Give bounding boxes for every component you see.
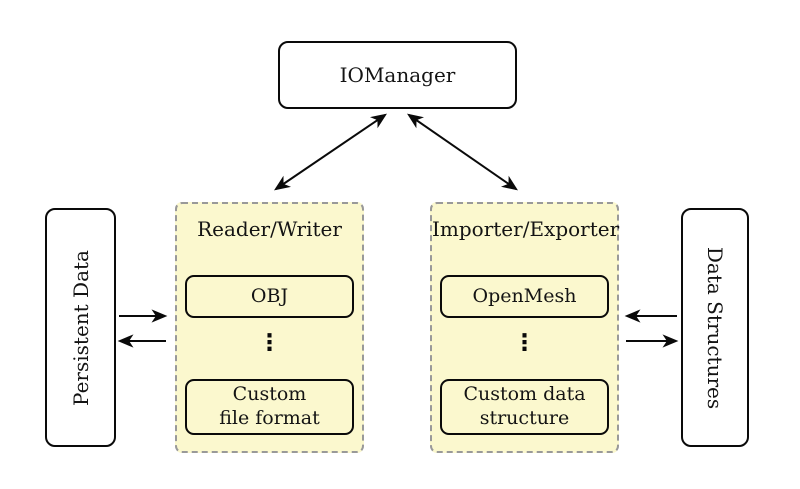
importer-exporter-title: Importer/Exporter: [432, 217, 620, 241]
data-structures-label: Data Structures: [703, 246, 727, 409]
vertical-ellipsis: ⋮: [258, 330, 281, 356]
data-structures-node: Data Structures: [681, 208, 749, 447]
obj-label: OBJ: [250, 284, 289, 307]
custom-file-format-label: Custom file format: [219, 383, 320, 429]
reader-writer-title: Reader/Writer: [197, 217, 342, 241]
edge-iomanager-readerwriter: [274, 113, 387, 191]
custom-data-structure-node: Custom data structure: [440, 379, 609, 435]
openmesh-label: OpenMesh: [472, 284, 577, 307]
edge-iomanager-importerexporter: [407, 113, 518, 191]
obj-node: OBJ: [185, 275, 354, 318]
custom-data-structure-label: Custom data structure: [463, 383, 586, 429]
persistent-data-label: Persistent Data: [68, 249, 93, 406]
vertical-ellipsis: ⋮: [513, 330, 536, 356]
iomanager-node: IOManager: [278, 41, 517, 109]
importer-exporter-container: Importer/Exporter OpenMesh ⋮ Custom data…: [430, 202, 619, 453]
iomanager-label: IOManager: [339, 63, 456, 87]
custom-file-format-node: Custom file format: [185, 379, 354, 435]
reader-writer-container: Reader/Writer OBJ ⋮ Custom file format: [175, 202, 364, 453]
persistent-data-node: Persistent Data: [45, 208, 116, 447]
openmesh-node: OpenMesh: [440, 275, 609, 318]
